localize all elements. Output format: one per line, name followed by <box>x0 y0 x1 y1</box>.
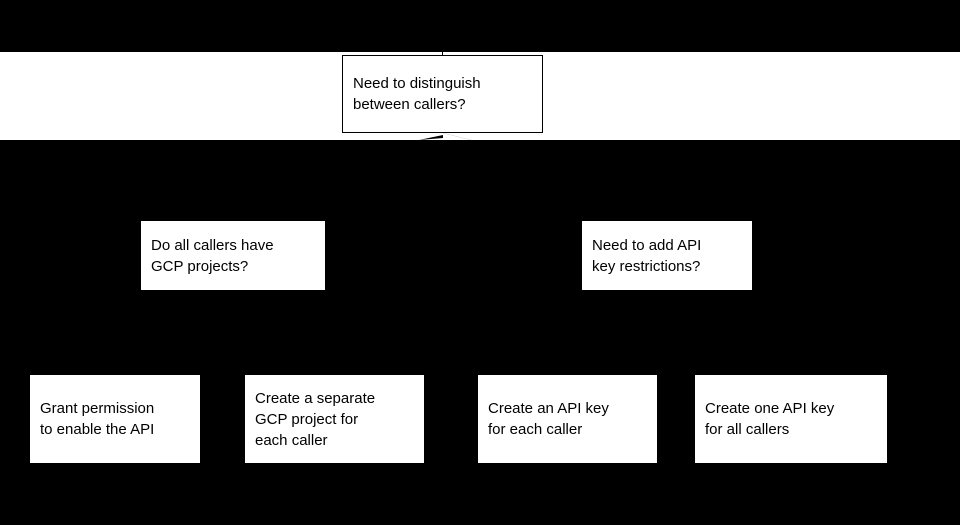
node-create-one-api-key-for-all-callers[interactable]: Create one API key for all callers <box>695 375 887 463</box>
node-label: Need to distinguish between callers? <box>353 75 481 113</box>
node-need-to-distinguish[interactable]: Need to distinguish between callers? <box>342 55 543 133</box>
node-label: Grant permission to enable the API <box>40 400 155 438</box>
node-create-a-separate-gcp-project-for-each-caller[interactable]: Create a separate GCP project for each c… <box>245 375 424 463</box>
node-need-to-add-api-key-restrictions[interactable]: Need to add API key restrictions? <box>582 221 752 290</box>
root-outgoing-arrow-icon <box>415 133 471 149</box>
node-label: Create one API key for all callers <box>705 400 835 438</box>
node-label: Do all callers have GCP projects? <box>151 236 274 275</box>
node-grant-permission-to-enable-the-api[interactable]: Grant permission to enable the API <box>30 375 200 463</box>
node-create-an-api-key-for-each-caller[interactable]: Create an API key for each caller <box>478 375 657 463</box>
root-incoming-connector <box>442 52 443 56</box>
node-do-all-callers-have-gcp-projects[interactable]: Do all callers have GCP projects? <box>141 221 325 290</box>
node-label: Need to add API key restrictions? <box>592 236 702 275</box>
node-label: Create a separate GCP project for each c… <box>255 389 376 449</box>
node-label: Create an API key for each caller <box>488 400 609 438</box>
